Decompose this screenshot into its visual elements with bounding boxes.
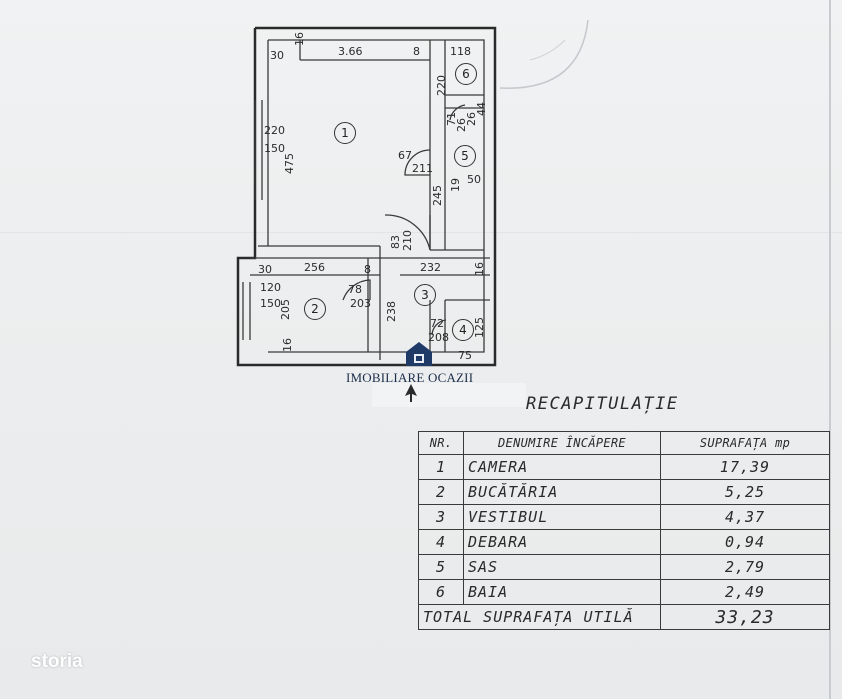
- dim-label: 203: [350, 297, 371, 310]
- dim-label: 238: [385, 301, 398, 322]
- dim-label: 50: [467, 173, 481, 186]
- dim-label: 16: [293, 32, 306, 46]
- cell-area: 2,79: [660, 554, 830, 580]
- room-number-2: 2: [304, 298, 326, 320]
- dim-label: 30: [270, 49, 284, 62]
- recap-title: RECAPITULAȚIE: [526, 394, 679, 414]
- header-name: DENUMIRE ÎNCĂPERE: [463, 431, 661, 455]
- cell-nr: 4: [418, 529, 464, 555]
- dim-label: 220: [435, 75, 448, 96]
- total-label: TOTAL SUPRAFAȚA UTILĂ: [418, 604, 661, 630]
- watermark-background: [372, 383, 526, 407]
- dim-label: 208: [428, 331, 449, 344]
- cell-area: 17,39: [660, 454, 830, 480]
- dim-label: 44: [475, 102, 488, 116]
- dim-label: 210: [401, 230, 414, 251]
- total-value: 33,23: [660, 604, 830, 630]
- dim-label: 72: [430, 317, 444, 330]
- table-header-row: NR. DENUMIRE ÎNCĂPERE SUPRAFAȚA mp: [418, 431, 830, 455]
- dim-label: 205: [279, 299, 292, 320]
- cell-area: 5,25: [660, 479, 830, 505]
- area-summary-table: NR. DENUMIRE ÎNCĂPERE SUPRAFAȚA mp 1 CAM…: [418, 431, 830, 630]
- cell-name: CAMERA: [463, 454, 661, 480]
- dim-label: 8: [364, 263, 371, 276]
- room-number-1: 1: [334, 122, 356, 144]
- room-number-4: 4: [452, 319, 474, 341]
- dim-label: 16: [281, 338, 294, 352]
- cell-name: DEBARA: [463, 529, 661, 555]
- paper-edge: [829, 0, 831, 699]
- table-row: 6 BAIA 2,49: [418, 579, 830, 605]
- cell-nr: 2: [418, 479, 464, 505]
- dim-label: 150: [260, 297, 281, 310]
- cell-area: 0,94: [660, 529, 830, 555]
- header-area: SUPRAFAȚA mp: [660, 431, 830, 455]
- dim-label: 232: [420, 261, 441, 274]
- watermark-text: IMOBILIARE OCAZII: [346, 370, 474, 385]
- dim-label: 75: [458, 349, 472, 362]
- room-number-3: 3: [414, 284, 436, 306]
- cell-nr: 3: [418, 504, 464, 530]
- dim-label: 475: [283, 153, 296, 174]
- table-row: 5 SAS 2,79: [418, 554, 830, 580]
- cell-name: BUCĂTĂRIA: [463, 479, 661, 505]
- cell-nr: 5: [418, 554, 464, 580]
- total-row: TOTAL SUPRAFAȚA UTILĂ 33,23: [418, 604, 830, 630]
- paper-fold: [0, 232, 842, 233]
- dim-label: 150: [264, 142, 285, 155]
- entrance-arrow-icon: [405, 384, 417, 402]
- cell-area: 2,49: [660, 579, 830, 605]
- dim-label: 83: [389, 235, 402, 249]
- table-row: 3 VESTIBUL 4,37: [418, 504, 830, 530]
- header-nr: NR.: [418, 431, 464, 455]
- dim-label: 3.66: [338, 45, 363, 58]
- dim-label: 220: [264, 124, 285, 137]
- storia-logo: storia: [31, 651, 83, 672]
- dim-label: 78: [348, 283, 362, 296]
- dim-label: 118: [450, 45, 471, 58]
- dim-label: 211: [412, 162, 433, 175]
- dim-label: 125: [473, 317, 486, 338]
- dim-label: 256: [304, 261, 325, 274]
- cell-name: BAIA: [463, 579, 661, 605]
- cell-area: 4,37: [660, 504, 830, 530]
- dim-label: 16: [473, 262, 486, 276]
- stamp-mark: [499, 19, 589, 89]
- cell-nr: 6: [418, 579, 464, 605]
- table-row: 1 CAMERA 17,39: [418, 454, 830, 480]
- house-logo-icon: [406, 342, 432, 366]
- cell-name: SAS: [463, 554, 661, 580]
- room-number-5: 5: [454, 145, 476, 167]
- cell-name: VESTIBUL: [463, 504, 661, 530]
- dim-label: 245: [431, 185, 444, 206]
- dim-label: 120: [260, 281, 281, 294]
- dim-label: 30: [258, 263, 272, 276]
- dim-label: 8: [413, 45, 420, 58]
- table-row: 2 BUCĂTĂRIA 5,25: [418, 479, 830, 505]
- cell-nr: 1: [418, 454, 464, 480]
- dim-label: 19: [449, 178, 462, 192]
- table-row: 4 DEBARA 0,94: [418, 529, 830, 555]
- dim-label: 67: [398, 149, 412, 162]
- room-number-6: 6: [455, 63, 477, 85]
